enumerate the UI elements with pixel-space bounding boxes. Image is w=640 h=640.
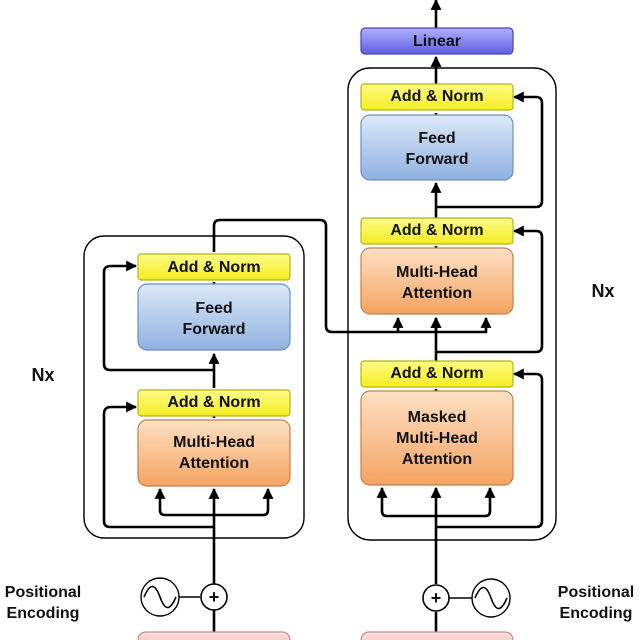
decoder-masked-branch-left xyxy=(376,486,436,518)
decoder-cross-attention-label-1: Multi-Head xyxy=(396,264,478,281)
encoder-positional-label-1: Positional xyxy=(5,584,81,601)
encoder-add-norm-top-label: Add & Norm xyxy=(167,259,260,276)
decoder-add-circle-icon: + xyxy=(422,584,450,612)
decoder-sine-wave-icon xyxy=(471,578,511,618)
encoder-residual-2 xyxy=(102,260,214,372)
encoder-add-norm-top: Add & Norm xyxy=(137,253,291,281)
decoder-masked-label-2: Multi-Head xyxy=(396,430,478,447)
decoder-feed-forward-label-2: Forward xyxy=(405,151,468,168)
decoder-plus-symbol: + xyxy=(431,588,442,608)
decoder-residual-2 xyxy=(436,225,544,354)
encoder-add-norm-bottom: Add & Norm xyxy=(137,389,291,417)
encoder-attention-label-1: Multi-Head xyxy=(173,434,255,451)
decoder-add-norm-middle: Add & Norm xyxy=(360,217,514,245)
decoder-add-norm-middle-label: Add & Norm xyxy=(390,222,483,239)
decoder-linear-label: Linear xyxy=(413,33,461,50)
decoder-add-norm-top-label: Add & Norm xyxy=(390,88,483,105)
decoder: Linear Add & Norm Feed Forward Add & Nor… xyxy=(347,0,634,640)
encoder-feed-forward: Feed Forward xyxy=(137,283,291,351)
decoder-cross-attention-label-2: Attention xyxy=(402,285,472,302)
encoder-multi-head-attention: Multi-Head Attention xyxy=(137,419,291,487)
encoder-attention-label-2: Attention xyxy=(179,455,249,472)
decoder-masked-label-3: Attention xyxy=(402,451,472,468)
decoder-masked-attention: Masked Multi-Head Attention xyxy=(360,390,514,486)
decoder-positional-label-1: Positional xyxy=(558,584,634,601)
decoder-nx-label: Nx xyxy=(591,281,614,301)
encoder-nx-label: Nx xyxy=(31,365,54,385)
encoder-positional-label-2: Encoding xyxy=(7,605,80,622)
decoder-add-norm-bottom-label: Add & Norm xyxy=(390,365,483,382)
encoder-feed-forward-label-1: Feed xyxy=(195,300,232,317)
encoder-residual-1 xyxy=(102,401,214,529)
encoder: Add & Norm Feed Forward Add & Norm Multi… xyxy=(5,218,492,640)
decoder-masked-branch-right xyxy=(436,486,496,518)
decoder-residual-3 xyxy=(436,91,544,209)
encoder-feed-forward-label-2: Forward xyxy=(182,321,245,338)
encoder-stack-frame xyxy=(83,235,305,539)
encoder-attn-branch-right xyxy=(214,487,274,517)
decoder-feed-forward-label-1: Feed xyxy=(418,130,455,147)
decoder-add-norm-top: Add & Norm xyxy=(360,83,514,111)
decoder-linear-block: Linear xyxy=(360,27,514,55)
encoder-sine-wave-icon xyxy=(140,577,180,617)
encoder-attn-branch-left xyxy=(154,487,214,517)
encoder-input-embedding-block xyxy=(137,631,291,640)
decoder-masked-label-1: Masked xyxy=(408,409,467,426)
decoder-add-norm-bottom: Add & Norm xyxy=(360,360,514,388)
decoder-feed-forward: Feed Forward xyxy=(360,114,514,181)
encoder-output-wire xyxy=(212,218,492,334)
decoder-positional-label-2: Encoding xyxy=(560,605,633,622)
encoder-add-circle-icon: + xyxy=(200,583,228,611)
encoder-add-norm-bottom-label: Add & Norm xyxy=(167,394,260,411)
encoder-plus-symbol: + xyxy=(209,587,220,607)
decoder-cross-attention: Multi-Head Attention xyxy=(360,247,514,315)
decoder-residual-1 xyxy=(436,368,544,529)
decoder-stack-frame xyxy=(347,67,557,541)
decoder-output-embedding-block xyxy=(360,631,514,640)
